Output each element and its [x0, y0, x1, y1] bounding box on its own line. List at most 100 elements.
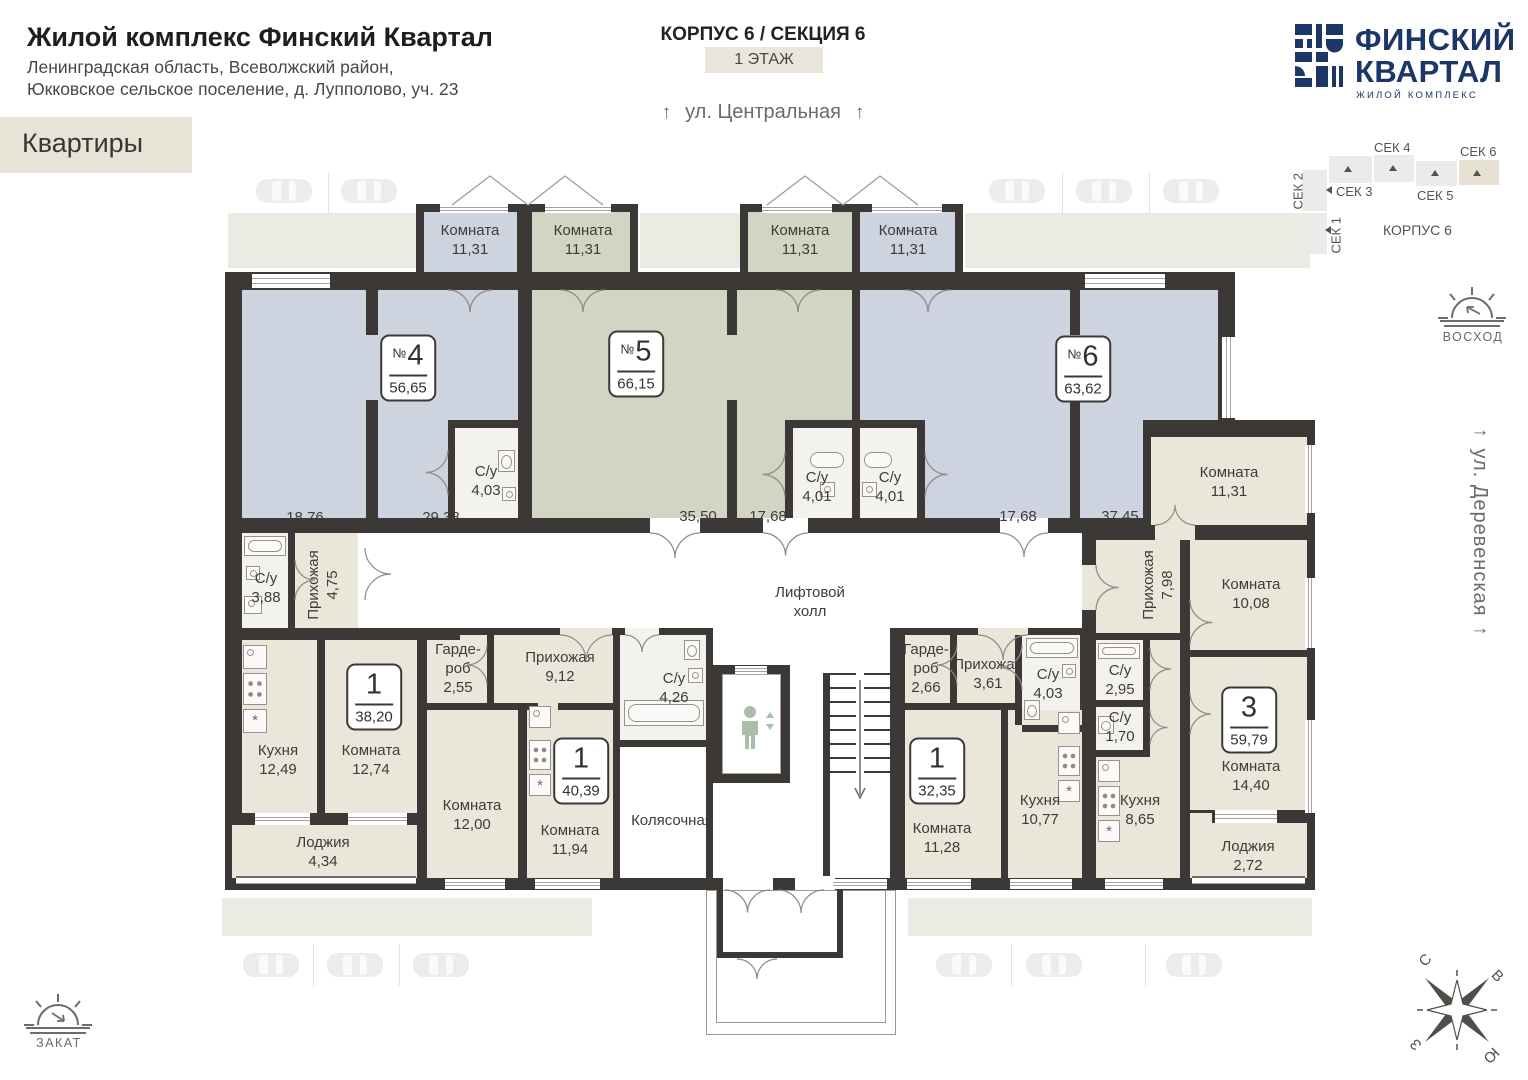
window — [1215, 810, 1277, 823]
wall — [727, 290, 737, 335]
wardrobe-fill — [905, 635, 950, 703]
street-top-label: ↑ул. Центральная↑ — [661, 101, 865, 123]
landscape-strip — [640, 213, 742, 268]
minimap-sec3-label: СЕК 3 — [1336, 184, 1373, 199]
sink-icon — [246, 566, 260, 580]
parking-separator — [399, 944, 400, 986]
loggia-fill — [232, 825, 420, 878]
arrow-up-icon: ↑ — [854, 102, 865, 123]
wall — [905, 628, 978, 635]
room-label-a1768b: 17,68 — [999, 507, 1037, 525]
parking-car-icon — [242, 950, 300, 985]
room-fill-t1 — [424, 212, 517, 272]
door-gap — [723, 876, 773, 890]
page-title: Жилой комплекс Финский Квартал — [27, 22, 493, 52]
washer-icon — [688, 668, 703, 683]
arrow-icon: ↑ — [1470, 428, 1491, 439]
wall — [487, 635, 494, 703]
wall — [1190, 650, 1315, 657]
minimap-marker-icon — [1389, 165, 1397, 171]
bathroom-fill — [455, 428, 518, 518]
wall — [706, 635, 713, 740]
wall — [366, 400, 378, 518]
minimap-marker-icon — [1431, 170, 1439, 176]
door-gap — [1082, 565, 1096, 610]
sink-icon — [820, 482, 835, 497]
stairs-arrow-icon — [854, 680, 866, 800]
parking-car-icon — [1162, 176, 1220, 211]
wall — [495, 703, 538, 710]
window — [762, 204, 832, 213]
hallway-fill — [494, 635, 613, 703]
wall — [1022, 725, 1088, 732]
stroller-room-fill — [620, 747, 706, 878]
bathroom-fill — [793, 428, 852, 518]
entrance-porch-inner — [716, 890, 886, 1023]
window — [255, 813, 310, 825]
window — [1305, 720, 1315, 813]
wall — [1015, 635, 1022, 725]
korpus-section-title: КОРПУС 6 / СЕКЦИЯ 6 — [660, 24, 866, 45]
wall — [1001, 710, 1008, 878]
sink-icon — [862, 482, 877, 497]
toilet-icon — [1024, 700, 1040, 720]
wall — [417, 628, 427, 888]
minimap-korpus-label: КОРПУС 6 — [1383, 222, 1452, 238]
parking-car-icon — [326, 950, 384, 985]
kitchen-sink-icon — [1098, 760, 1120, 782]
address-line-2: Юкковское сельское поселение, д. Лупполо… — [27, 79, 459, 99]
sunset-icon — [24, 994, 92, 1034]
wall — [717, 890, 723, 956]
apartments-tab[interactable]: Квартиры — [0, 117, 192, 173]
room-fill — [427, 710, 518, 878]
kitchen-sink-icon — [1058, 712, 1080, 734]
sink-icon — [810, 452, 844, 468]
parking-separator — [1011, 944, 1012, 986]
window — [440, 204, 508, 213]
minimap-sec2-box[interactable] — [1302, 170, 1327, 211]
wall — [785, 428, 793, 518]
minimap-marker-icon — [1326, 186, 1332, 194]
sink-icon — [1062, 664, 1076, 678]
wall — [558, 703, 613, 710]
landscape-strip — [908, 898, 1312, 936]
wall — [727, 400, 737, 518]
minimap-marker-icon — [1344, 166, 1352, 172]
door-gap — [1155, 525, 1195, 540]
elevator-person-icon — [742, 706, 774, 749]
wall — [785, 420, 925, 428]
wall — [1070, 400, 1080, 518]
wall — [917, 428, 925, 518]
wall — [448, 428, 455, 518]
hob-icon — [243, 673, 267, 705]
door-gap — [763, 518, 808, 533]
room-label-a3745: 37,45 — [1101, 507, 1139, 525]
hob-icon — [1058, 746, 1080, 776]
parking-car-icon — [935, 950, 993, 985]
bathtub-icon — [1098, 643, 1140, 659]
parking-car-icon — [1165, 950, 1223, 985]
window — [252, 274, 330, 288]
boiler-icon — [243, 709, 267, 733]
bathroom-fill — [860, 428, 917, 518]
